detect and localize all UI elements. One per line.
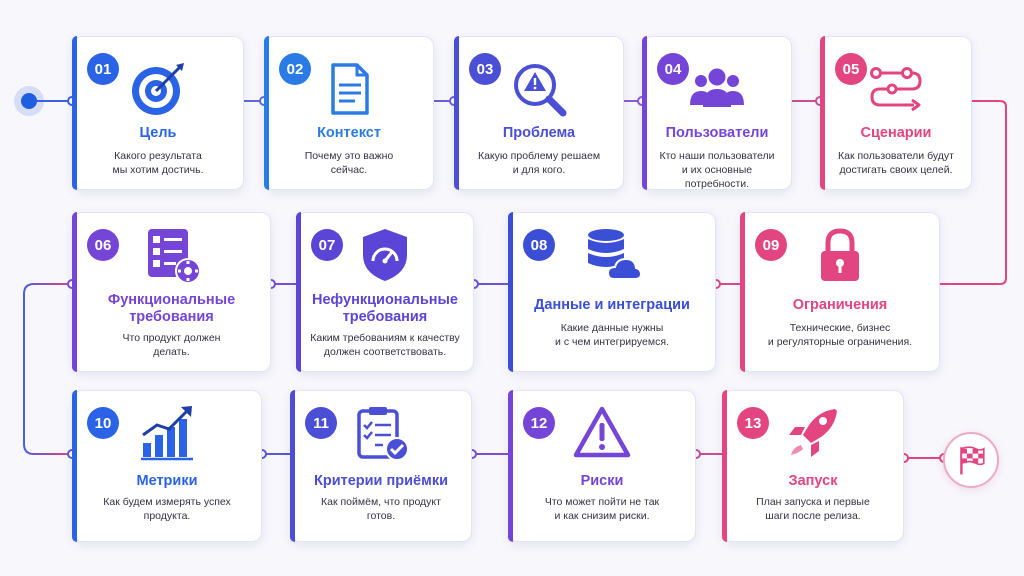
card-accent bbox=[508, 390, 513, 542]
step-badge: 03 bbox=[469, 53, 501, 85]
step-card-12: 12 Риски Что может пойти не так и как сн… bbox=[508, 390, 696, 542]
step-card-03: 03 Проблема Какую проблему решаем и для … bbox=[454, 36, 624, 190]
step-title: Проблема bbox=[502, 125, 576, 141]
step-title: Критерии приёмки bbox=[314, 473, 448, 489]
step-description: Технические, бизнес и регуляторные огран… bbox=[767, 322, 913, 348]
step-description: Как пользователи будут достигать своих ц… bbox=[838, 150, 954, 176]
step-description: Что продукт должен делать. bbox=[122, 332, 221, 358]
step-badge: 12 bbox=[523, 407, 555, 439]
rocket-icon bbox=[783, 403, 843, 463]
step-title: Данные и интеграции bbox=[534, 297, 690, 313]
card-accent bbox=[642, 36, 647, 190]
step-title: Ограничения bbox=[792, 297, 888, 313]
card-accent bbox=[264, 36, 269, 190]
growth-chart-icon bbox=[137, 403, 197, 463]
step-badge: 07 bbox=[311, 229, 343, 261]
card-accent bbox=[722, 390, 727, 542]
step-title: Запуск bbox=[788, 473, 838, 489]
step-card-04: 04 Пользователи Кто наши пользователи и … bbox=[642, 36, 792, 190]
step-card-13: 13 Запуск План запуска и первые шаги пос… bbox=[722, 390, 904, 542]
step-title: Пользователи bbox=[665, 125, 769, 141]
card-accent bbox=[72, 36, 77, 190]
users-icon bbox=[687, 59, 747, 119]
step-title: Нефункциональные требования bbox=[312, 292, 458, 325]
step-card-01: 01 Цель Какого результата мы хотим дости… bbox=[72, 36, 244, 190]
start-dot-icon bbox=[14, 86, 44, 116]
magnifier-warning-icon bbox=[509, 59, 569, 119]
card-accent bbox=[296, 212, 301, 372]
step-badge: 06 bbox=[87, 229, 119, 261]
step-description: Как поймём, что продукт готов. bbox=[321, 496, 441, 522]
card-accent bbox=[740, 212, 745, 372]
checkered-flag-icon bbox=[943, 432, 999, 488]
step-title: Контекст bbox=[317, 125, 381, 141]
step-title: Цель bbox=[139, 125, 177, 141]
step-description: Почему это важно сейчас. bbox=[304, 150, 394, 176]
checklist-gear-icon bbox=[142, 225, 202, 285]
card-accent bbox=[72, 390, 77, 542]
step-card-10: 10 Метрики Как будем измерять успех прод… bbox=[72, 390, 262, 542]
database-cloud-icon bbox=[582, 225, 642, 285]
step-badge: 01 bbox=[87, 53, 119, 85]
step-card-02: 02 Контекст Почему это важно сейчас. bbox=[264, 36, 434, 190]
card-accent bbox=[820, 36, 825, 190]
step-badge: 09 bbox=[755, 229, 787, 261]
step-description: Какую проблему решаем и для кого. bbox=[477, 150, 601, 176]
target-icon bbox=[128, 59, 188, 119]
card-accent bbox=[72, 212, 77, 372]
step-badge: 10 bbox=[87, 407, 119, 439]
shield-gauge-icon bbox=[355, 225, 415, 285]
step-description: Как будем измерять успех продукта. bbox=[103, 496, 231, 522]
document-icon bbox=[319, 59, 379, 119]
step-description: План запуска и первые шаги после релиза. bbox=[756, 496, 870, 522]
card-accent bbox=[508, 212, 513, 372]
step-title: Метрики bbox=[136, 473, 198, 489]
step-badge: 05 bbox=[835, 53, 867, 85]
step-description: Каким требованиям к качеству должен соот… bbox=[310, 332, 460, 358]
clipboard-check-icon bbox=[351, 403, 411, 463]
card-accent bbox=[454, 36, 459, 190]
step-description: Какие данные нужны и с чем интегрируемся… bbox=[555, 322, 669, 348]
step-card-11: 11 Критерии приёмки Как поймём, что прод… bbox=[290, 390, 472, 542]
step-description: Что может пойти не так и как снизим риск… bbox=[544, 496, 660, 522]
step-badge: 04 bbox=[657, 53, 689, 85]
step-card-09: 09 Ограничения Технические, бизнес и рег… bbox=[740, 212, 940, 372]
step-badge: 13 bbox=[737, 407, 769, 439]
flow-path-icon bbox=[866, 59, 926, 119]
step-title: Функциональные требования bbox=[107, 292, 236, 325]
padlock-icon bbox=[810, 225, 870, 285]
step-description: Какого результата мы хотим достичь. bbox=[112, 150, 204, 176]
step-badge: 02 bbox=[279, 53, 311, 85]
card-accent bbox=[290, 390, 295, 542]
step-title: Риски bbox=[580, 473, 624, 489]
step-title: Сценарии bbox=[860, 125, 932, 141]
step-badge: 08 bbox=[523, 229, 555, 261]
step-card-06: 06 Функциональные требования Что продукт… bbox=[72, 212, 271, 372]
warning-triangle-icon bbox=[572, 403, 632, 463]
step-card-05: 05 Сценарии Как пользователи будут дости… bbox=[820, 36, 972, 190]
step-card-08: 08 Данные и интеграции Какие данные нужн… bbox=[508, 212, 716, 372]
step-card-07: 07 Нефункциональные требования Каким тре… bbox=[296, 212, 474, 372]
step-badge: 11 bbox=[305, 407, 337, 439]
step-description: Кто наши пользователи и их основные потр… bbox=[659, 150, 775, 190]
